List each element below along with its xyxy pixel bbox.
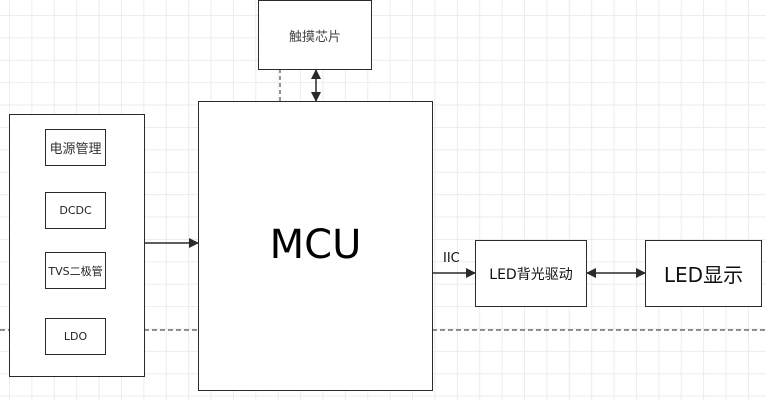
touch-chip-block[interactable]: 触摸芯片 [258, 0, 372, 70]
power-item-tvs-diode[interactable]: TVS二极管 [45, 252, 106, 289]
power-item-ldo[interactable]: LDO [45, 318, 106, 355]
led-display-block[interactable]: LED显示 [645, 240, 762, 307]
power-item-label: TVS二极管 [48, 264, 103, 278]
power-item-power-management[interactable]: 电源管理 [45, 129, 106, 166]
mcu-block[interactable]: MCU [198, 101, 433, 391]
touch-chip-label: 触摸芯片 [288, 29, 341, 45]
led-driver-block[interactable]: LED背光驱动 [475, 240, 587, 307]
iic-label: IIC [443, 251, 460, 266]
power-item-label: LDO [63, 330, 88, 343]
mcu-label: MCU [269, 222, 362, 268]
led-display-label: LED显示 [663, 263, 744, 287]
led-driver-label: LED背光驱动 [489, 266, 573, 283]
power-item-label: DCDC [59, 204, 92, 217]
power-item-dcdc[interactable]: DCDC [45, 192, 106, 229]
power-item-label: 电源管理 [49, 142, 102, 157]
